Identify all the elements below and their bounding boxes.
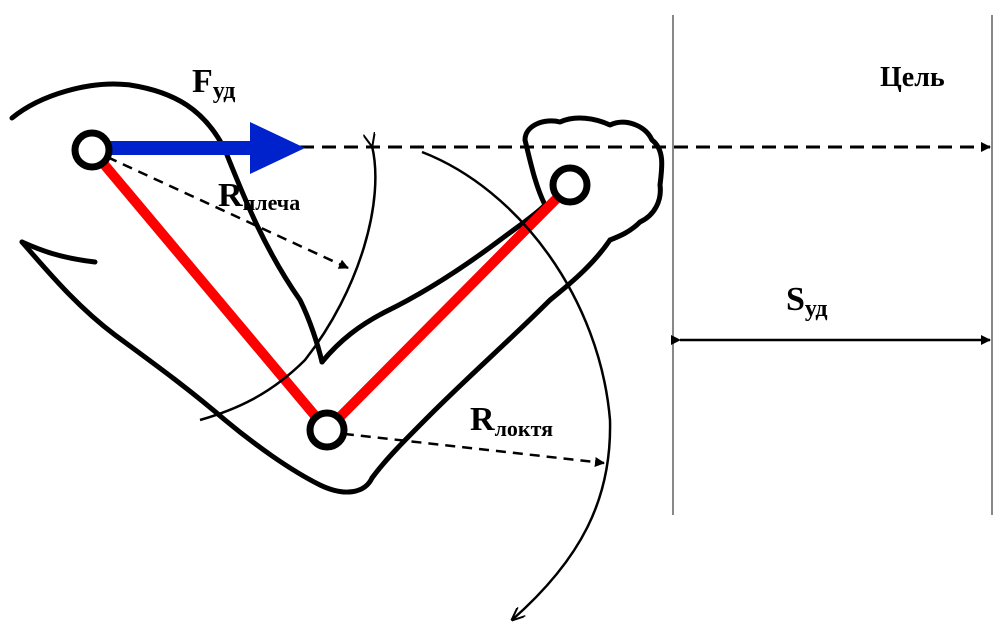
forearm-top-contour: [319, 202, 548, 365]
shoulder-radius-label: Rплеча: [218, 177, 300, 215]
upper-arm-top-contour: [9, 81, 325, 365]
wrist-joint: [549, 164, 591, 206]
shoulder-rotation-arc: [199, 146, 377, 422]
upper-arm-segment: [87, 145, 332, 435]
force-label: Fуд: [192, 63, 235, 104]
fist-contour: [522, 115, 665, 243]
upper-arm-bottom-contour: [19, 239, 375, 495]
forearm-bottom-contour: [369, 237, 613, 481]
target-label: Цель: [880, 62, 945, 93]
distance-label: Sуд: [786, 281, 828, 322]
forearm-segment: [322, 180, 575, 435]
elbow-radius-line: [326, 430, 605, 467]
shoulder-joint: [71, 129, 113, 171]
elbow-radius-label: Rлоктя: [470, 401, 553, 441]
force-arrow: [92, 122, 305, 174]
shoulder-radius-line: [91, 148, 349, 270]
elbow-joint: [306, 409, 348, 451]
elbow-rotation-arc: [421, 150, 612, 620]
shoulder-contour: [19, 239, 98, 265]
